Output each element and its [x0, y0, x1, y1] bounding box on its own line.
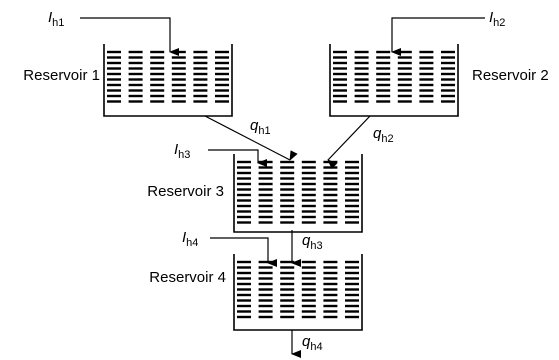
inflow-ih4-arrow [210, 237, 277, 267]
tank-wall [103, 44, 233, 117]
reservoir-3-label: Reservoir 3 [147, 183, 224, 200]
reservoir-2-tank [329, 44, 459, 117]
inflow-ih2-arrow [391, 17, 485, 56]
tank-wall [329, 44, 459, 117]
inflow-ih3-arrow [208, 149, 267, 167]
inflow-ih3-label: Ih3 [174, 141, 190, 161]
outflow-qh2-label: qh2 [373, 125, 394, 145]
inflow-ih1-label: Ih1 [48, 9, 64, 29]
reservoir-3-tank [233, 154, 363, 233]
flow-lines [80, 17, 485, 358]
outflow-qh1-label: qh1 [250, 117, 271, 137]
outflow-qh4-label: qh4 [302, 333, 323, 353]
reservoir-2-label: Reservoir 2 [472, 67, 549, 84]
tank-wall [233, 154, 363, 233]
inflow-ih4-label: Ih4 [182, 229, 198, 249]
tank-wall [233, 254, 363, 331]
outflow-qh2-arrow [327, 115, 371, 170]
inflow-ih2-label: Ih2 [489, 9, 505, 29]
reservoir-1-tank [103, 44, 233, 117]
reservoir-1-label: Reservoir 1 [23, 67, 100, 84]
inflow-ih1-arrow [80, 17, 179, 56]
reservoir-4-label: Reservoir 4 [149, 269, 226, 286]
reservoir-4-tank [233, 254, 363, 331]
outflow-qh3-label: qh3 [302, 232, 323, 252]
outflow-qh1-arrow [204, 115, 298, 161]
